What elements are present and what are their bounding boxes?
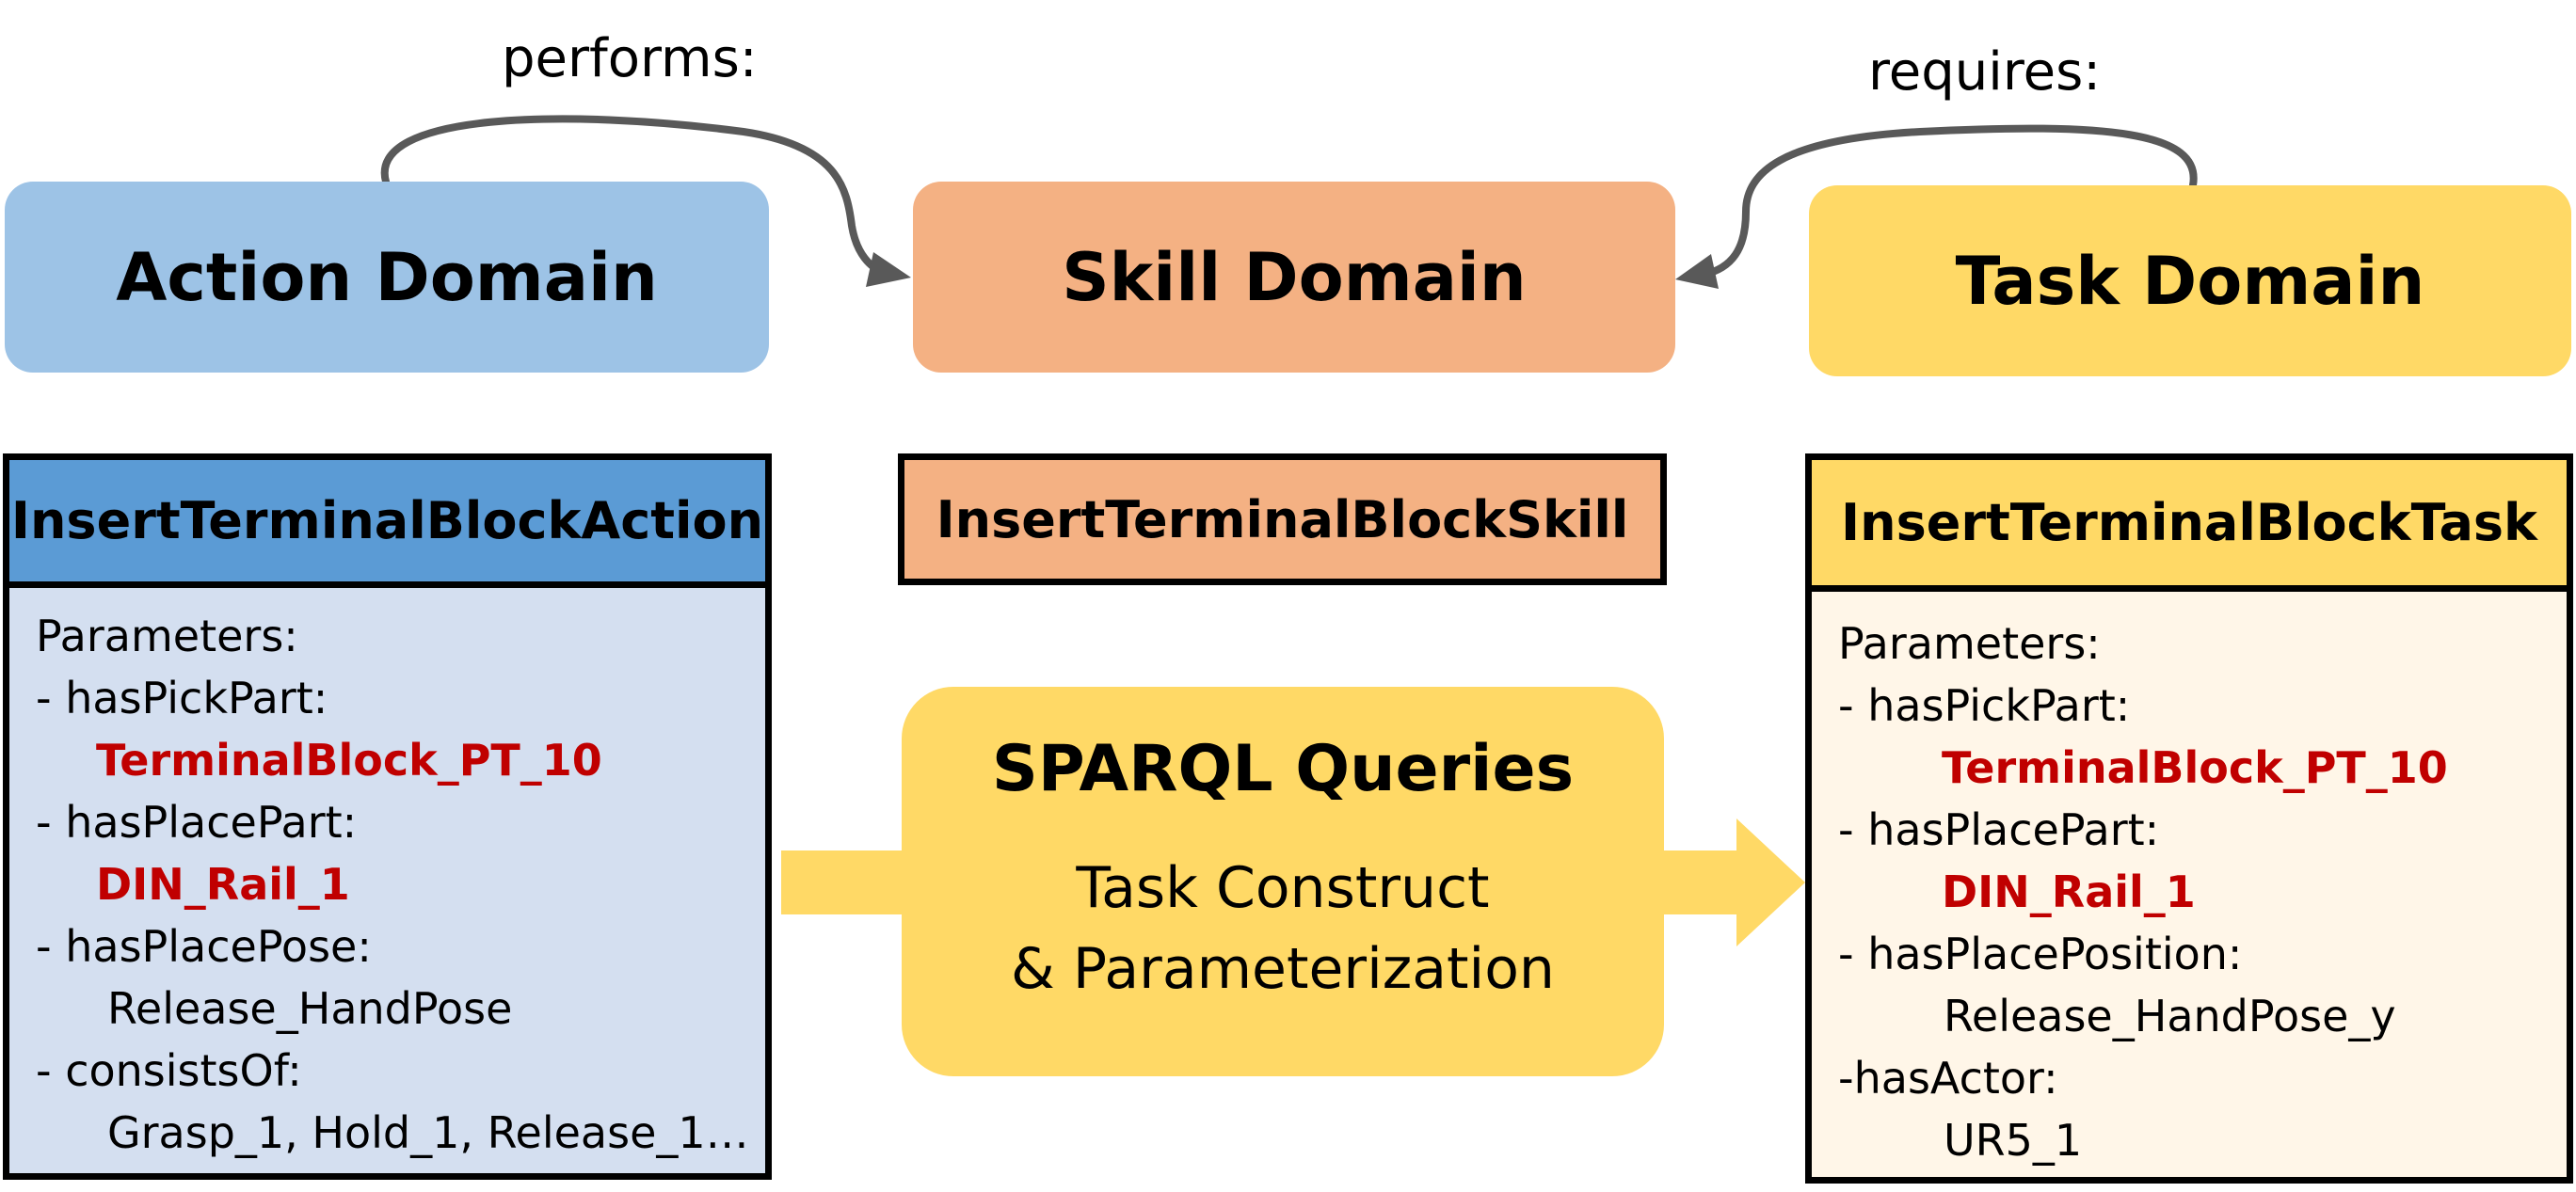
action-pick-part-label: - hasPickPart: [36,673,328,723]
action-card-body: Parameters: - hasPickPart: TerminalBlock… [9,588,765,1164]
task-parameters-label: Parameters: [1838,618,2101,669]
task-card: InsertTerminalBlockTask Parameters: - ha… [1805,453,2573,1184]
action-consists-of-label: - consistsOf: [36,1045,302,1096]
task-place-part-value: DIN_Rail_1 [1942,866,2196,917]
sparql-title: SPARQL Queries [991,732,1575,806]
sparql-line-1: Task Construct [1076,855,1490,921]
action-card: InsertTerminalBlockAction Parameters: - … [3,453,772,1180]
action-place-pose-label: - hasPlacePose: [36,921,372,972]
skill-card-title: InsertTerminalBlockSkill [936,489,1629,549]
task-domain-label: Task Domain [1955,242,2425,320]
task-place-part-label: - hasPlacePart: [1838,804,2160,855]
action-domain-box: Action Domain [5,182,769,373]
performs-label: performs: [502,28,758,89]
action-card-header: InsertTerminalBlockAction [9,460,765,588]
action-consists-of-value: Grasp_1, Hold_1, Release_1… [107,1107,749,1158]
action-place-part-label: - hasPlacePart: [36,797,358,848]
task-card-body: Parameters: - hasPickPart: TerminalBlock… [1812,592,2567,1171]
skill-domain-box: Skill Domain [913,182,1675,373]
task-pick-part-label: - hasPickPart: [1838,680,2131,731]
action-place-part-value: DIN_Rail_1 [96,859,350,910]
task-domain-box: Task Domain [1809,185,2571,376]
task-actor-label: -hasActor: [1838,1053,2058,1104]
requires-arrow [1700,124,2198,278]
requires-label: requires: [1868,41,2102,103]
performs-arrow [380,115,888,277]
task-card-title: InsertTerminalBlockTask [1841,493,2537,552]
task-card-header: InsertTerminalBlockTask [1812,460,2567,592]
action-pick-part-value: TerminalBlock_PT_10 [96,735,602,786]
skill-card: InsertTerminalBlockSkill [898,453,1667,585]
skill-card-header: InsertTerminalBlockSkill [904,460,1660,579]
sparql-line-2: & Parameterization [1011,936,1555,1002]
action-parameters-label: Parameters: [36,611,298,661]
requires-arrowhead [1675,254,1719,289]
performs-arrowhead [866,252,911,287]
task-actor-value: UR5_1 [1944,1115,2083,1166]
action-card-title: InsertTerminalBlockAction [10,491,764,550]
sparql-box: SPARQL Queries Task Construct & Paramete… [902,687,1664,1076]
task-place-position-value: Release_HandPose_y [1944,991,2396,1041]
task-pick-part-value: TerminalBlock_PT_10 [1942,742,2448,793]
skill-domain-label: Skill Domain [1062,238,1527,316]
action-place-pose-value: Release_HandPose [107,983,513,1034]
action-domain-label: Action Domain [116,238,658,316]
task-place-position-label: - hasPlacePosition: [1838,929,2243,979]
